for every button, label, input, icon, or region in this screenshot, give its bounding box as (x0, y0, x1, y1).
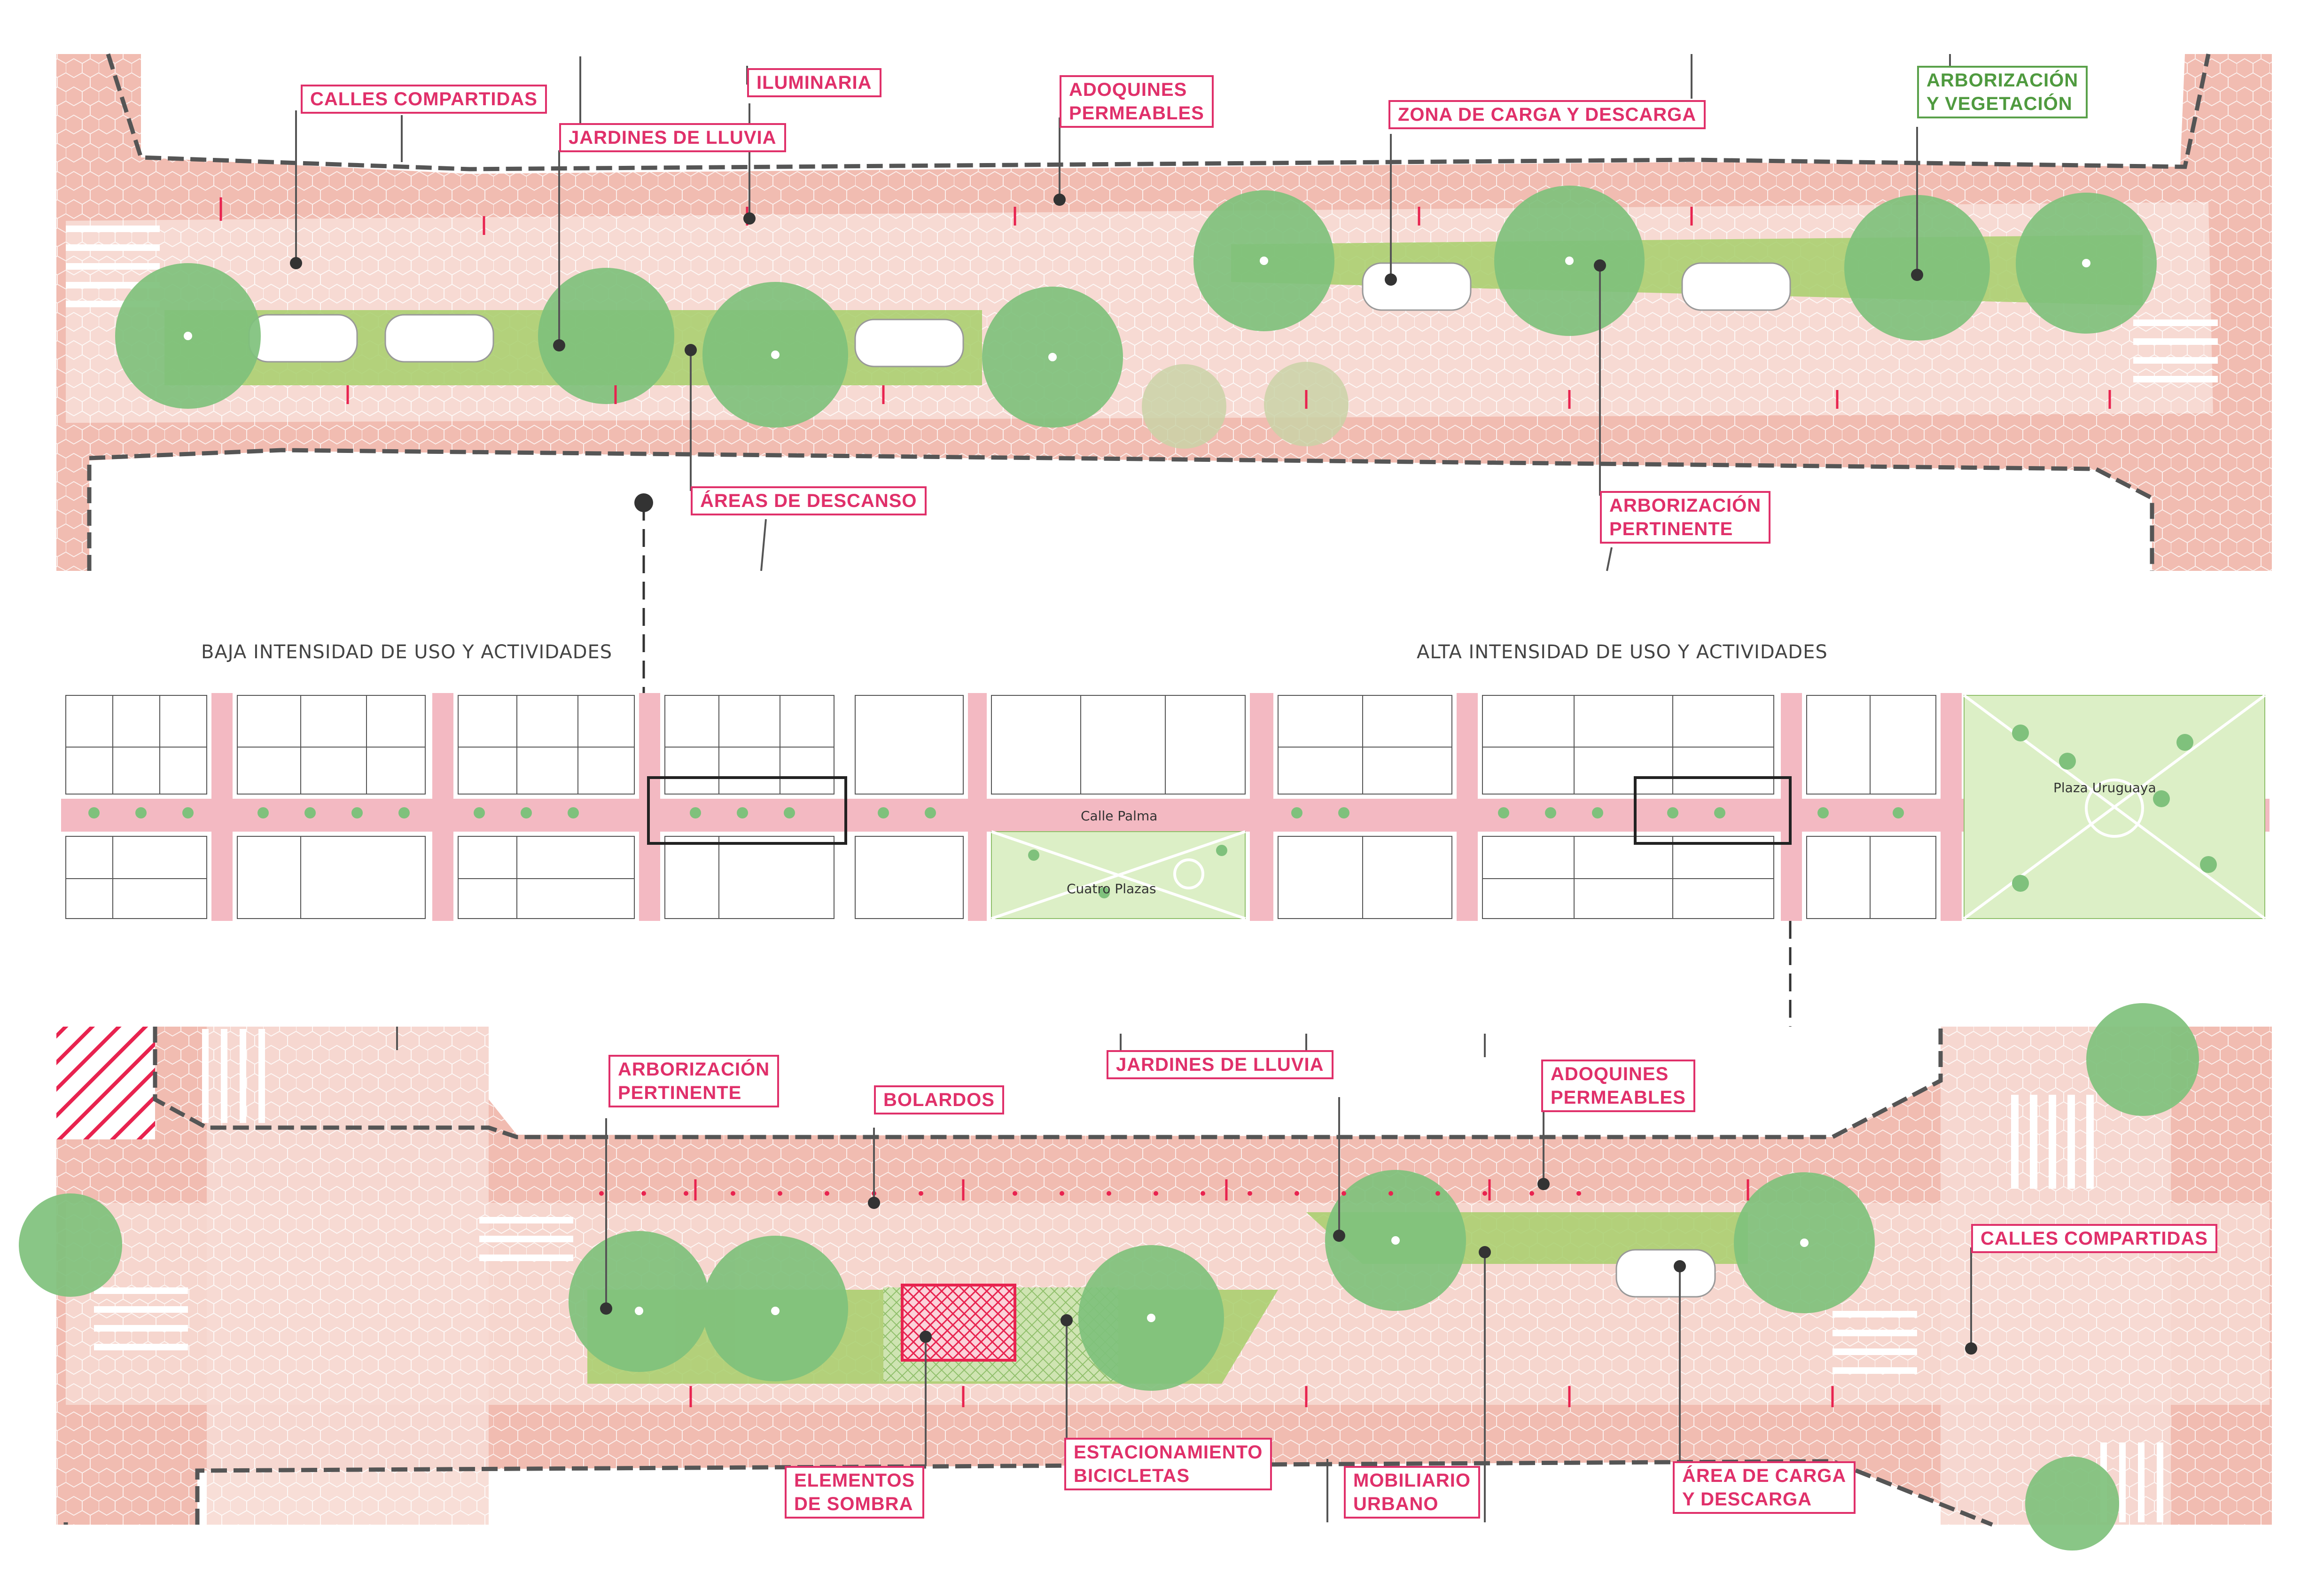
label-calles-compartidas-bottom: CALLES COMPARTIDAS (1971, 1224, 2217, 1253)
label-areas-de-descanso: ÁREAS DE DESCANSO (691, 486, 927, 515)
bottom-south-curb (63, 1459, 1993, 1527)
label-arborizacion-pertinente-top: ARBORIZACIÓN PERTINENTE (1600, 491, 1771, 544)
bottom-crossing-west (207, 1027, 489, 1525)
label-bolardos: BOLARDOS (874, 1085, 1004, 1114)
low-intensity-caption: BAJA INTENSIDAD DE USO Y ACTIVIDADES (201, 641, 613, 663)
map-label-plaza-uruguaya: Plaza Uruguaya (2053, 780, 2156, 795)
label-jardines-de-lluvia-top: JARDINES DE LLUVIA (559, 123, 786, 152)
top-parked-cars (248, 262, 1791, 367)
label-adoquines-permeables-top: ADOQUINES PERMEABLES (1060, 75, 1214, 128)
label-calles-compartidas-top: CALLES COMPARTIDAS (301, 85, 547, 114)
bottom-hatched-corner (56, 1027, 155, 1139)
top-north-curb (106, 53, 2211, 171)
label-elementos-de-sombra: ELEMENTOS DE SOMBRA (785, 1466, 925, 1519)
map-street-trees (88, 725, 2217, 898)
map-label-calle-palma: Calle Palma (1081, 808, 1158, 824)
top-luminaires (219, 197, 2111, 409)
label-jardines-de-lluvia-bottom: JARDINES DE LLUVIA (1107, 1050, 1334, 1079)
label-arborizacion-vegetacion: ARBORIZACIÓN Y VEGETACIÓN (1917, 66, 2088, 118)
map-label-cuatro-plazas: Cuatro Plazas (1067, 881, 1156, 896)
label-area-de-carga: ÁREA DE CARGA Y DESCARGA (1673, 1461, 1856, 1514)
label-arborizacion-pertinente-bottom: ARBORIZACIÓN PERTINENTE (608, 1055, 780, 1107)
label-mobiliario-urbano: MOBILIARIO URBANO (1344, 1466, 1480, 1519)
top-tree-centers (184, 257, 2090, 361)
map-building-blocks (65, 695, 1936, 919)
bottom-crossing-east (1941, 1027, 2171, 1525)
map-main-street (61, 799, 2269, 832)
map-locator-box-east (1634, 776, 1792, 845)
bottom-crosswalk-west (94, 1029, 573, 1350)
top-leader-dots (290, 194, 1923, 356)
bottom-loading-car (1615, 1249, 1716, 1298)
top-crosswalk-west (66, 226, 160, 307)
label-estacionamiento-bicicletas: ESTACIONAMIENTO BICICLETAS (1064, 1438, 1272, 1490)
bottom-north-curb (153, 1027, 1943, 1139)
label-zona-de-carga: ZONA DE CARGA Y DESCARGA (1388, 100, 1706, 129)
bottom-bollards (599, 1191, 1581, 1196)
bottom-building-block-north (155, 1027, 1941, 1137)
bottom-leader-dots (600, 1178, 1977, 1355)
bottom-luminaires (689, 1179, 1834, 1407)
context-map (61, 493, 2269, 1104)
label-iluminaria: ILUMINARIA (747, 68, 881, 97)
bottom-building-block-south (197, 1461, 1992, 1525)
top-leader-lines (295, 54, 1951, 571)
label-adoquines-permeables-bottom: ADOQUINES PERMEABLES (1541, 1060, 1695, 1112)
top-south-curb (87, 448, 2154, 571)
map-cross-streets (211, 693, 1962, 921)
top-crosswalk-east (2133, 319, 2218, 382)
bottom-tree-centers (635, 1236, 1809, 1322)
bottom-leader-lines (396, 1027, 1972, 1522)
high-intensity-caption: ALTA INTENSIDAD DE USO Y ACTIVIDADES (1417, 641, 1828, 663)
top-street-plan (56, 53, 2272, 571)
map-locator-box-west (647, 776, 847, 845)
bottom-shade-structure (901, 1284, 1016, 1362)
top-building-block-south (89, 451, 2152, 571)
